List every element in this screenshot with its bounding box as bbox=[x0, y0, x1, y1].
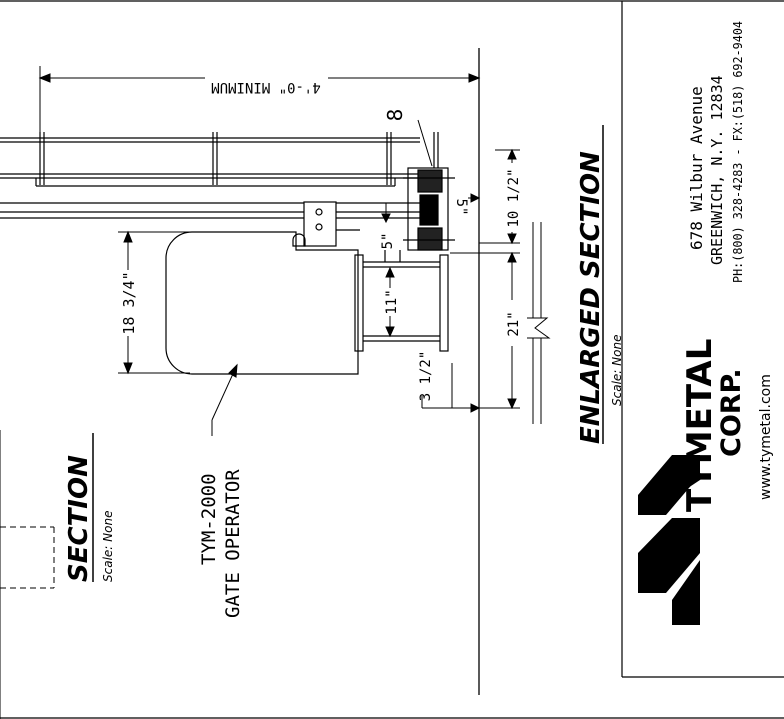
dimension-21 bbox=[450, 222, 551, 424]
phone-line: PH:(800) 328-4283 - FX:(518) 692-9404 bbox=[731, 21, 745, 283]
dimension-5b bbox=[468, 193, 481, 203]
mount-bracket bbox=[292, 201, 360, 247]
address-line2: GREENWICH, N.Y. 12834 bbox=[708, 75, 726, 265]
company-suffix: CORP. bbox=[716, 368, 747, 457]
dimension-overall-label: 4'-0" MINIMUM bbox=[211, 79, 321, 95]
company-name: TYMETAL bbox=[680, 339, 720, 512]
dimension-18-3-4-label: 18 3/4" bbox=[120, 271, 138, 334]
dimension-18-3-4 bbox=[118, 230, 190, 375]
section-scale: Scale: None bbox=[101, 511, 115, 582]
balloon-leader bbox=[417, 119, 433, 167]
dimension-overall bbox=[38, 66, 481, 138]
hidden-outline bbox=[0, 526, 55, 589]
company-website: www.tymetal.com bbox=[758, 374, 774, 500]
dimension-21-label: 21" bbox=[506, 311, 522, 336]
dimension-10-1-2-label: 10 1/2" bbox=[506, 168, 522, 227]
dimension-11-label: 11" bbox=[384, 289, 400, 314]
dimension-5-label: 5" bbox=[380, 233, 396, 250]
balloon-number: 8 bbox=[383, 109, 407, 122]
dimension-3-1-2-label: 3 1/2" bbox=[418, 351, 434, 402]
roller-truck bbox=[403, 132, 455, 251]
section-title: SECTION bbox=[64, 455, 94, 582]
gate-beam bbox=[0, 132, 420, 219]
enlarged-section-scale: Scale: None bbox=[610, 335, 624, 406]
dimension-10-1-2 bbox=[479, 148, 520, 245]
address-line1: 678 Wilbur Avenue bbox=[687, 86, 706, 250]
dimension-5 bbox=[381, 203, 391, 224]
post-beam bbox=[354, 250, 449, 352]
tymetal-logo-icon bbox=[638, 455, 700, 625]
operator-label-line2: GATE OPERATOR bbox=[222, 469, 244, 618]
gate-operator-outline bbox=[165, 231, 359, 375]
dimension-11 bbox=[385, 266, 395, 338]
enlarged-section-title: ENLARGED SECTION bbox=[576, 151, 606, 444]
dimension-5b-label: 5" bbox=[453, 199, 469, 216]
operator-label-line1: TYM-2000 bbox=[198, 473, 220, 565]
operator-leader bbox=[211, 363, 238, 436]
dimension-3-1-2 bbox=[421, 363, 500, 413]
